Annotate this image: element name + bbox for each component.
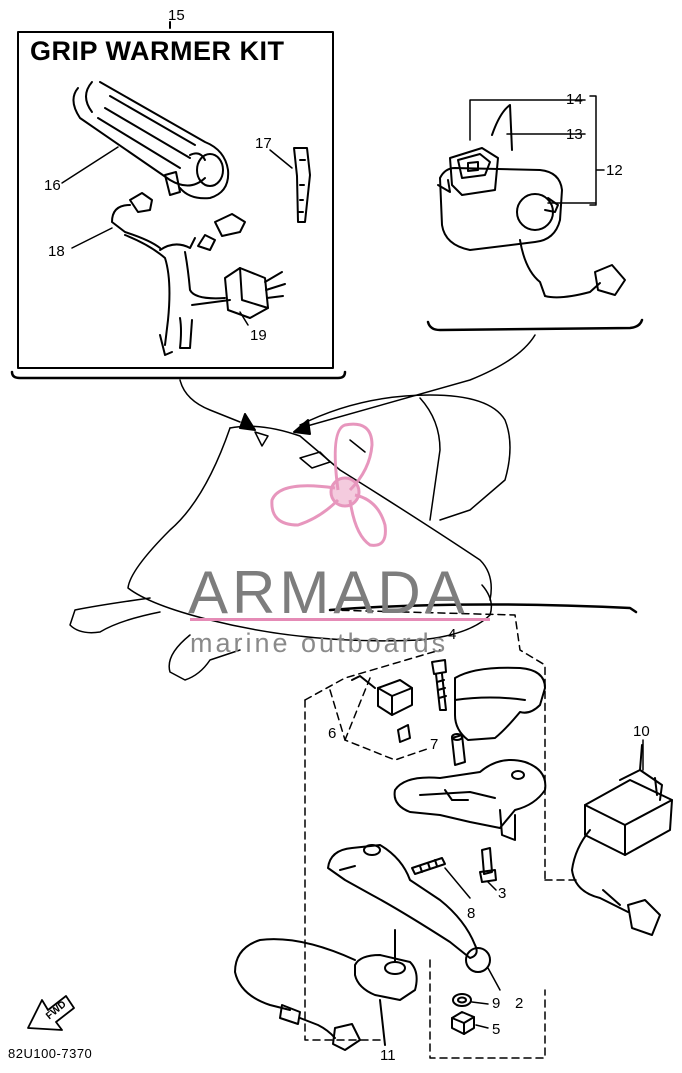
callout-13: 13 [566,126,583,143]
watermark-brand: ARMADA [188,559,469,626]
brake-switch-11 [234,929,418,1051]
nut-5 [451,1011,475,1035]
callout-19: 19 [250,327,267,344]
pin-7 [451,733,466,766]
kit-box [17,31,334,369]
switch-6 [351,675,413,743]
callout-12: 12 [606,162,623,179]
heater-switch-12 [437,104,626,299]
callout-3: 3 [498,885,507,902]
callout-4: 4 [448,626,457,643]
callout-2: 2 [515,995,524,1012]
callout-16: 16 [44,177,61,194]
watermark-rule [190,618,490,621]
callout-6: 6 [328,725,337,742]
drawing-code: 82U100-7370 [8,1046,93,1061]
bolt-3 [479,847,497,883]
brake-lever-2 [327,844,491,973]
washer-9 [452,993,472,1007]
callout-14: 14 [566,91,583,108]
callout-9: 9 [492,995,501,1012]
harness-18 [111,192,246,356]
callout-8: 8 [467,905,476,922]
connector-10 [571,744,673,936]
watermark-propeller [270,422,387,547]
screw-8 [411,857,446,875]
callout-7: 7 [430,736,439,753]
fwd-arrow [27,995,75,1031]
callout-10: 10 [633,723,650,740]
switch-19 [191,267,286,319]
grip-part-16 [72,81,230,200]
callout-5: 5 [492,1021,501,1038]
watermark-tagline: marine outboards [190,628,449,658]
screw-4 [431,659,447,711]
cable-tie-17 [293,147,311,223]
kit-title: GRIP WARMER KIT [30,36,285,66]
lever-bracket [393,759,547,841]
callout-17: 17 [255,135,272,152]
callout-11: 11 [380,1047,396,1064]
callout-15: 15 [168,7,185,24]
lever-cap [454,666,546,741]
callout-18: 18 [48,243,65,260]
